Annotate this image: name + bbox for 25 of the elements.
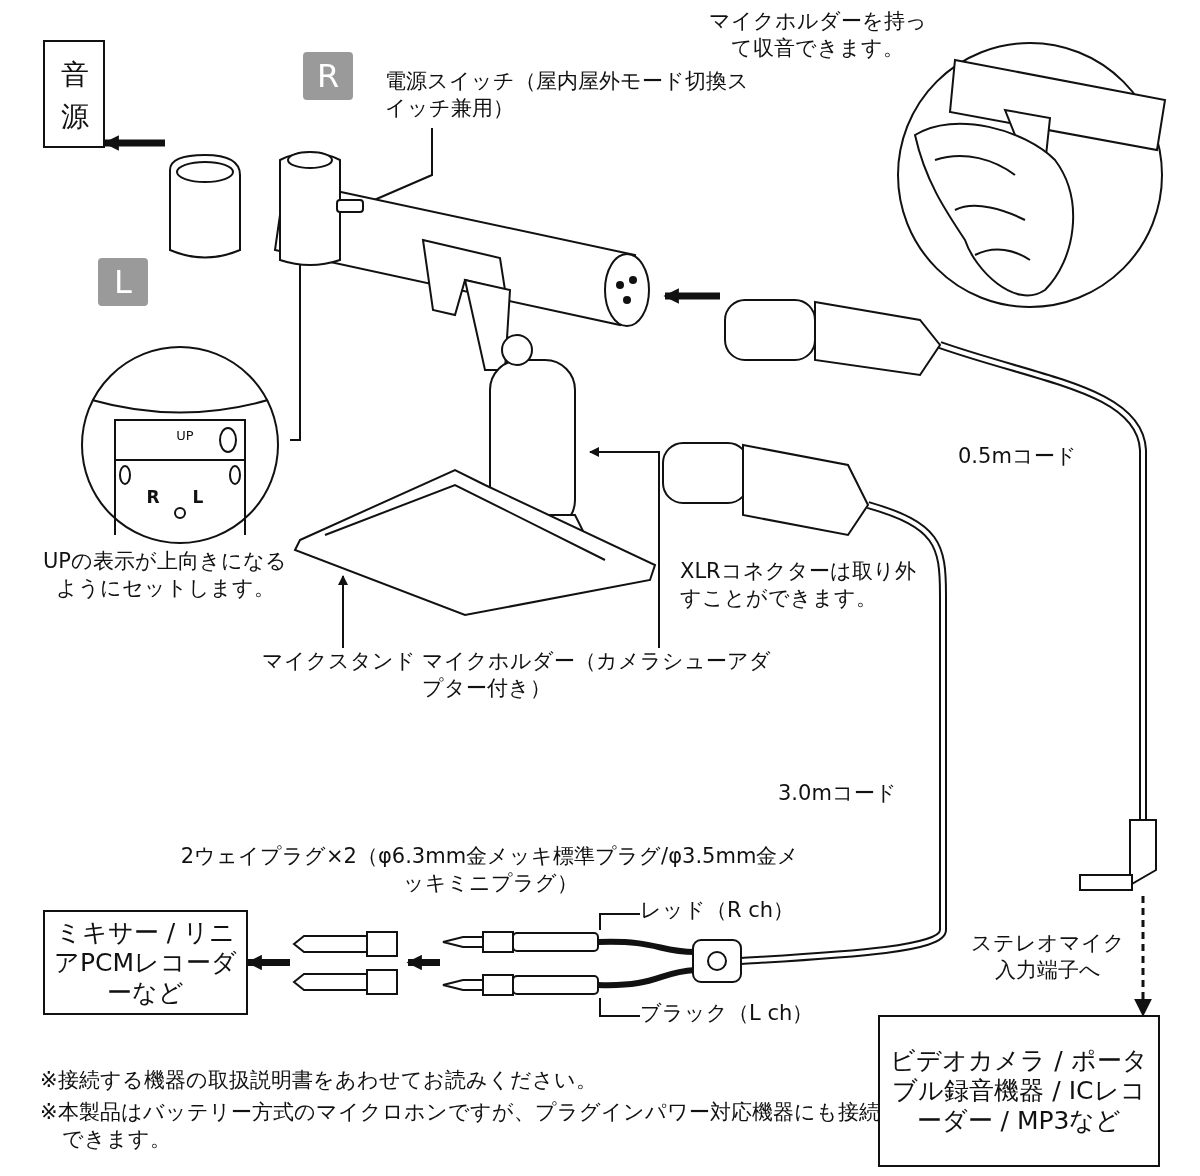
leader-line [599,913,641,931]
sound-source-label: 音源 [60,57,90,135]
callout-text: ブラック（L ch） [640,1000,820,1032]
leader-line [599,997,641,1017]
callout-text: レッド（R ch） [640,897,810,929]
callout-text: マイクホルダー（カメラシューアダプター付き） [422,648,782,710]
channel-badge: R [303,52,353,100]
plug-spec-text: 2ウェイプラグ×2（φ6.3mm金メッキ標準プラグ/φ3.5mm金メッキミニプラグ） [179,843,801,897]
arrow [1134,896,1152,1017]
arrow [589,447,660,649]
device-box: ミキサー / リニアPCMレコーダーなど [43,910,248,1015]
part-marking: UP [175,427,195,444]
channel-marking: L [191,487,205,508]
arrow [338,575,348,649]
device-box: ビデオカメラ / ポータブル録音機器 / ICレコーダー / MP3など [878,1015,1160,1167]
callout-text: マイクホルダーを持って収音できます。 [707,8,928,62]
note-text: ※接続する機器の取扱説明書をあわせてお読みください。 [40,1067,598,1094]
caption-text: UPの表示が上向きになるようにセットします。 [41,548,288,602]
note-text: ※本製品はバッテリー方式のマイクロホンですが、プラグインパワー対応機器にも接続できます。 [40,1099,881,1153]
channel-badge: L [98,258,148,306]
note-text: XLRコネクターは取り外すことができます。 [680,558,917,612]
cable-length-label: 3.0mコード [778,780,898,807]
callout-text: 電源スイッチ（屋内屋外モード切換スイッチ兼用） [385,68,765,128]
channel-marking: R [145,487,161,508]
cable-length-label: 0.5mコード [958,443,1078,470]
